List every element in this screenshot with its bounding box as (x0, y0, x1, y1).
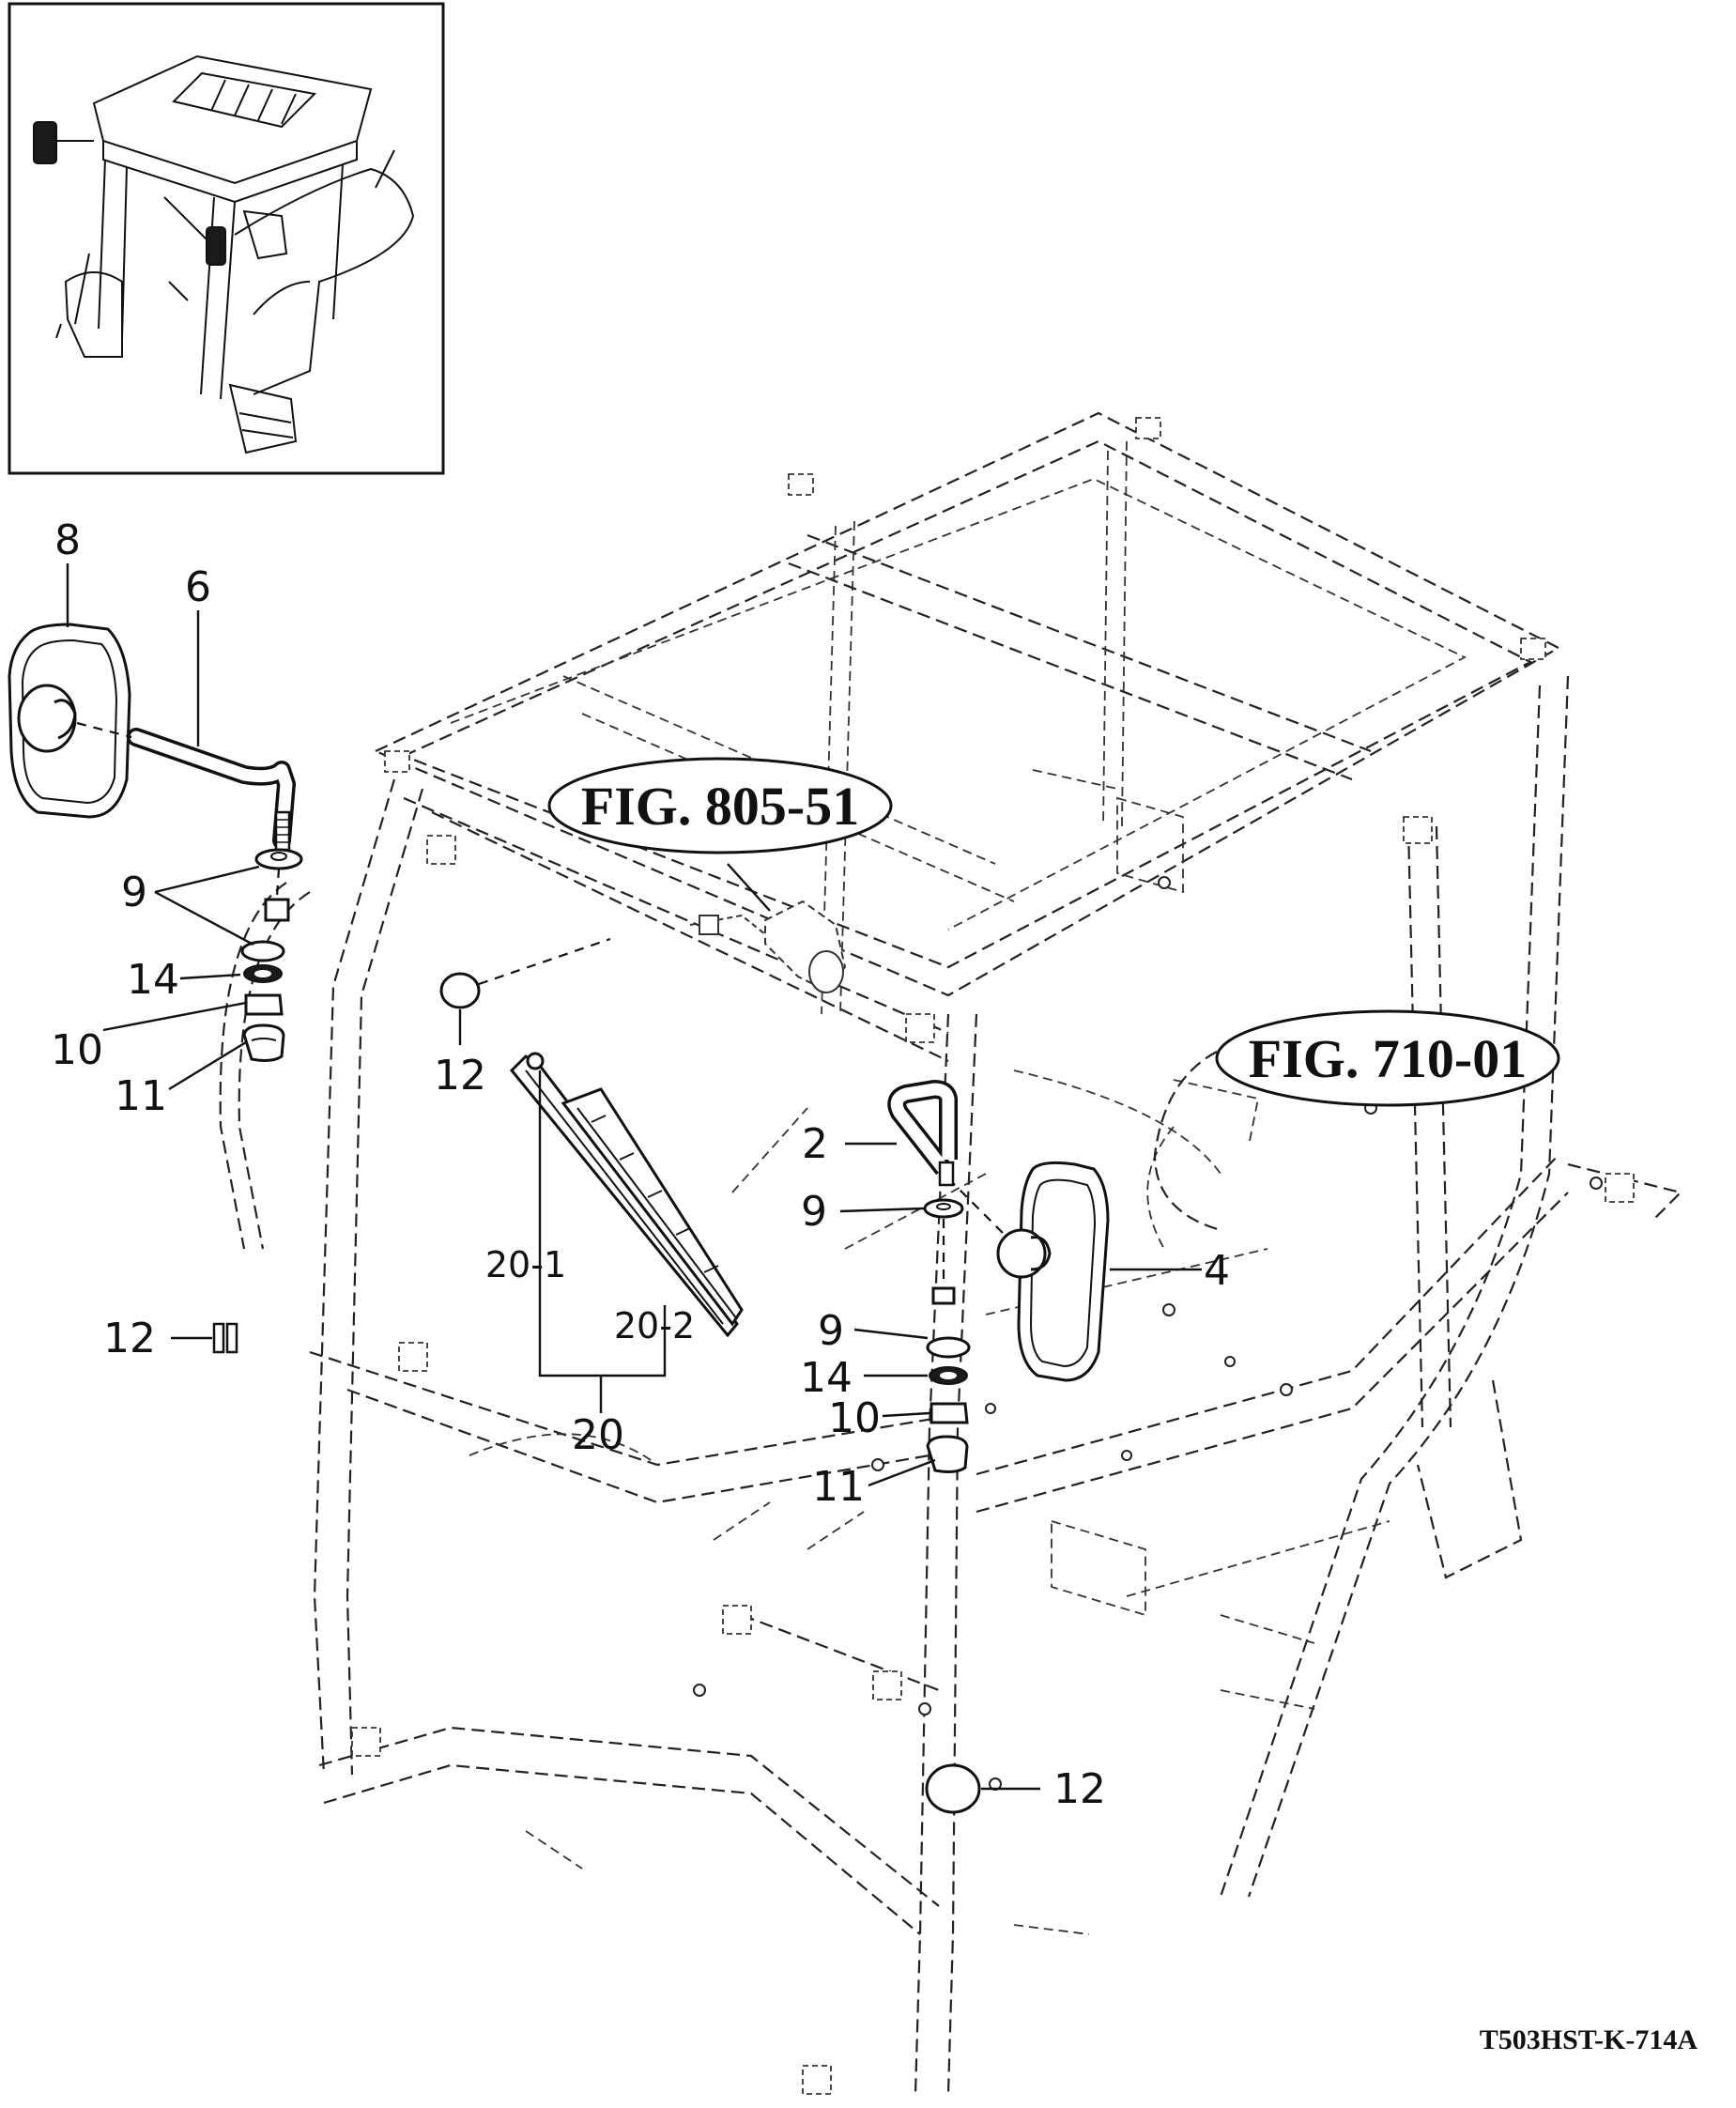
callout-11: 11 (115, 1072, 167, 1120)
callout-20: 20 (572, 1411, 624, 1459)
callout-14: 14 (800, 1354, 853, 1402)
mirror-right (947, 1161, 1110, 1382)
mirror-stay-left (76, 721, 296, 852)
figure-reference-label: FIG. 710-01 (1249, 1028, 1527, 1089)
callout-4: 4 (1204, 1247, 1230, 1295)
figure-reference-805-51[interactable]: FIG. 805-51 (547, 757, 893, 854)
callout-20-2: 20-2 (614, 1305, 695, 1346)
callout-10: 10 (828, 1394, 881, 1442)
callout-12: 12 (1053, 1765, 1106, 1813)
callout-8: 8 (54, 516, 81, 564)
callout-9: 9 (801, 1188, 827, 1236)
wiper-motor (689, 900, 847, 993)
callout-6: 6 (185, 563, 211, 611)
callout-20-1: 20-1 (485, 1244, 566, 1285)
grommet-left (212, 1322, 238, 1354)
drawing-code: T503HST-K-714A (1480, 2024, 1698, 2055)
figure-reference-label: FIG. 805-51 (581, 776, 859, 837)
callout-12: 12 (103, 1315, 156, 1362)
callout-labels: 8 6 9 14 10 11 12 12 12 2 9 4 9 14 10 11… (51, 516, 1230, 1813)
cab-frame (219, 411, 1683, 2095)
hardware-stack-left (240, 848, 303, 1062)
wiper-assembly (509, 1052, 744, 1338)
inset-cab-overview (8, 2, 445, 475)
cap-lower (925, 1763, 981, 1814)
callout-14: 14 (127, 956, 179, 1004)
callout-10: 10 (51, 1026, 103, 1074)
mirror-stay-right (887, 1080, 958, 1187)
callout-12: 12 (434, 1052, 486, 1100)
callout-9: 9 (818, 1307, 844, 1355)
figure-reference-710-01[interactable]: FIG. 710-01 (1215, 1009, 1560, 1107)
hardware-stack-right (923, 1198, 971, 1473)
cap-upper (439, 937, 611, 1009)
callout-2: 2 (802, 1120, 828, 1168)
callout-9: 9 (121, 869, 147, 916)
mirror-left (8, 623, 131, 819)
callout-11: 11 (812, 1463, 865, 1511)
leader-lines (66, 563, 1202, 1791)
reference-leader-710-01 (1153, 1051, 1221, 1232)
